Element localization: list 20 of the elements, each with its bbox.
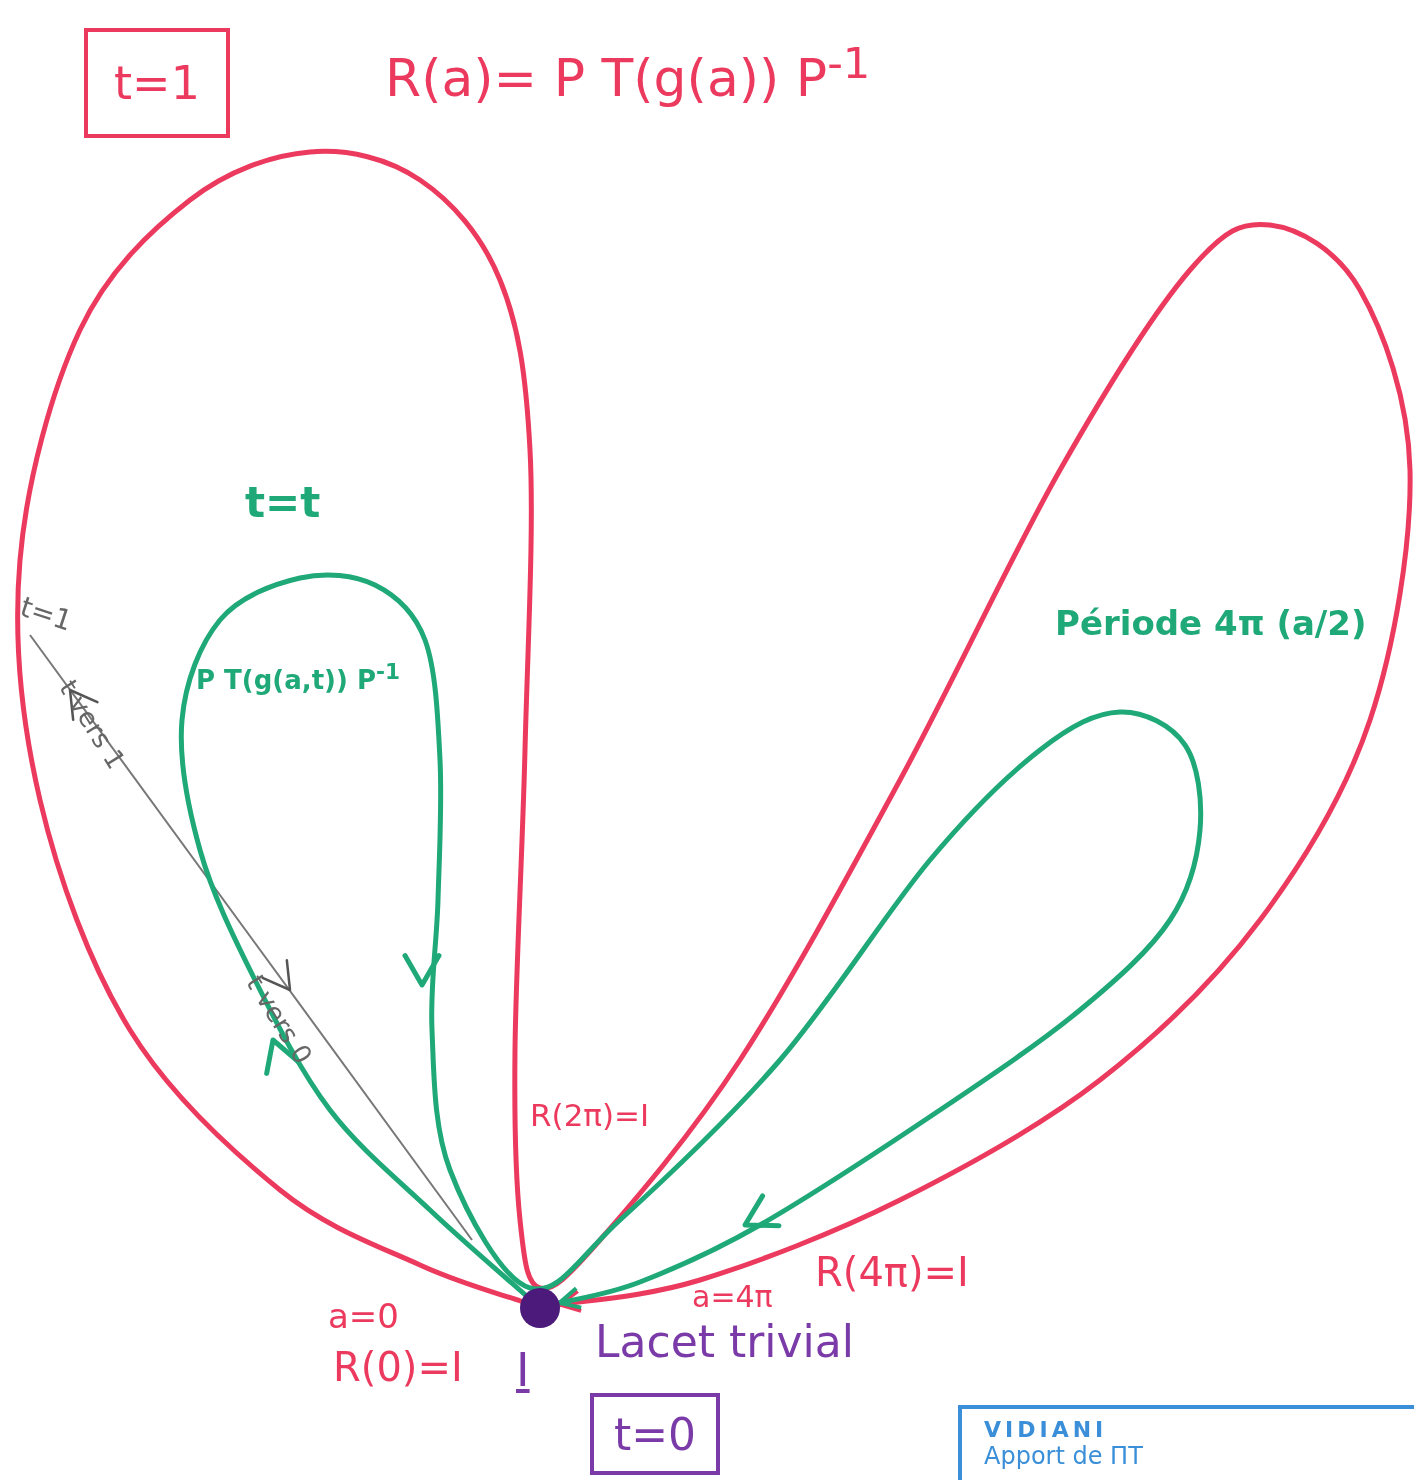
identity-point: [520, 1288, 560, 1328]
caption-label: Lacet trivial: [595, 1318, 854, 1367]
parameter-label: t=1: [16, 592, 76, 638]
parameter-value: t=0: [613, 1408, 697, 1460]
panel-subtitle: Apport de ΠT: [984, 1442, 1144, 1470]
formula-label: P T(g(a,t)) P$^{-1}$: [196, 660, 400, 695]
value-label: R(2π)=I: [530, 1098, 650, 1133]
parameter-box: [84, 28, 230, 138]
value-label: R(4π)=I: [815, 1250, 969, 1294]
author-panel: [958, 1405, 1414, 1480]
parameter-value: t=1: [114, 56, 200, 110]
formula-title: R(a)= P T(g(a)) P$^{-1}$: [385, 40, 871, 108]
parameter-label: a=0: [328, 1298, 399, 1336]
value-label: R(0)=I: [333, 1345, 463, 1389]
parameter-box: [590, 1393, 720, 1475]
period-label: Période 4π (a/2): [1055, 605, 1367, 643]
point-label: I: [516, 1345, 530, 1396]
parameter-label: t=t: [245, 480, 321, 527]
parameter-label: a=4π: [692, 1280, 773, 1313]
author-name: VIDIANI: [984, 1417, 1109, 1442]
